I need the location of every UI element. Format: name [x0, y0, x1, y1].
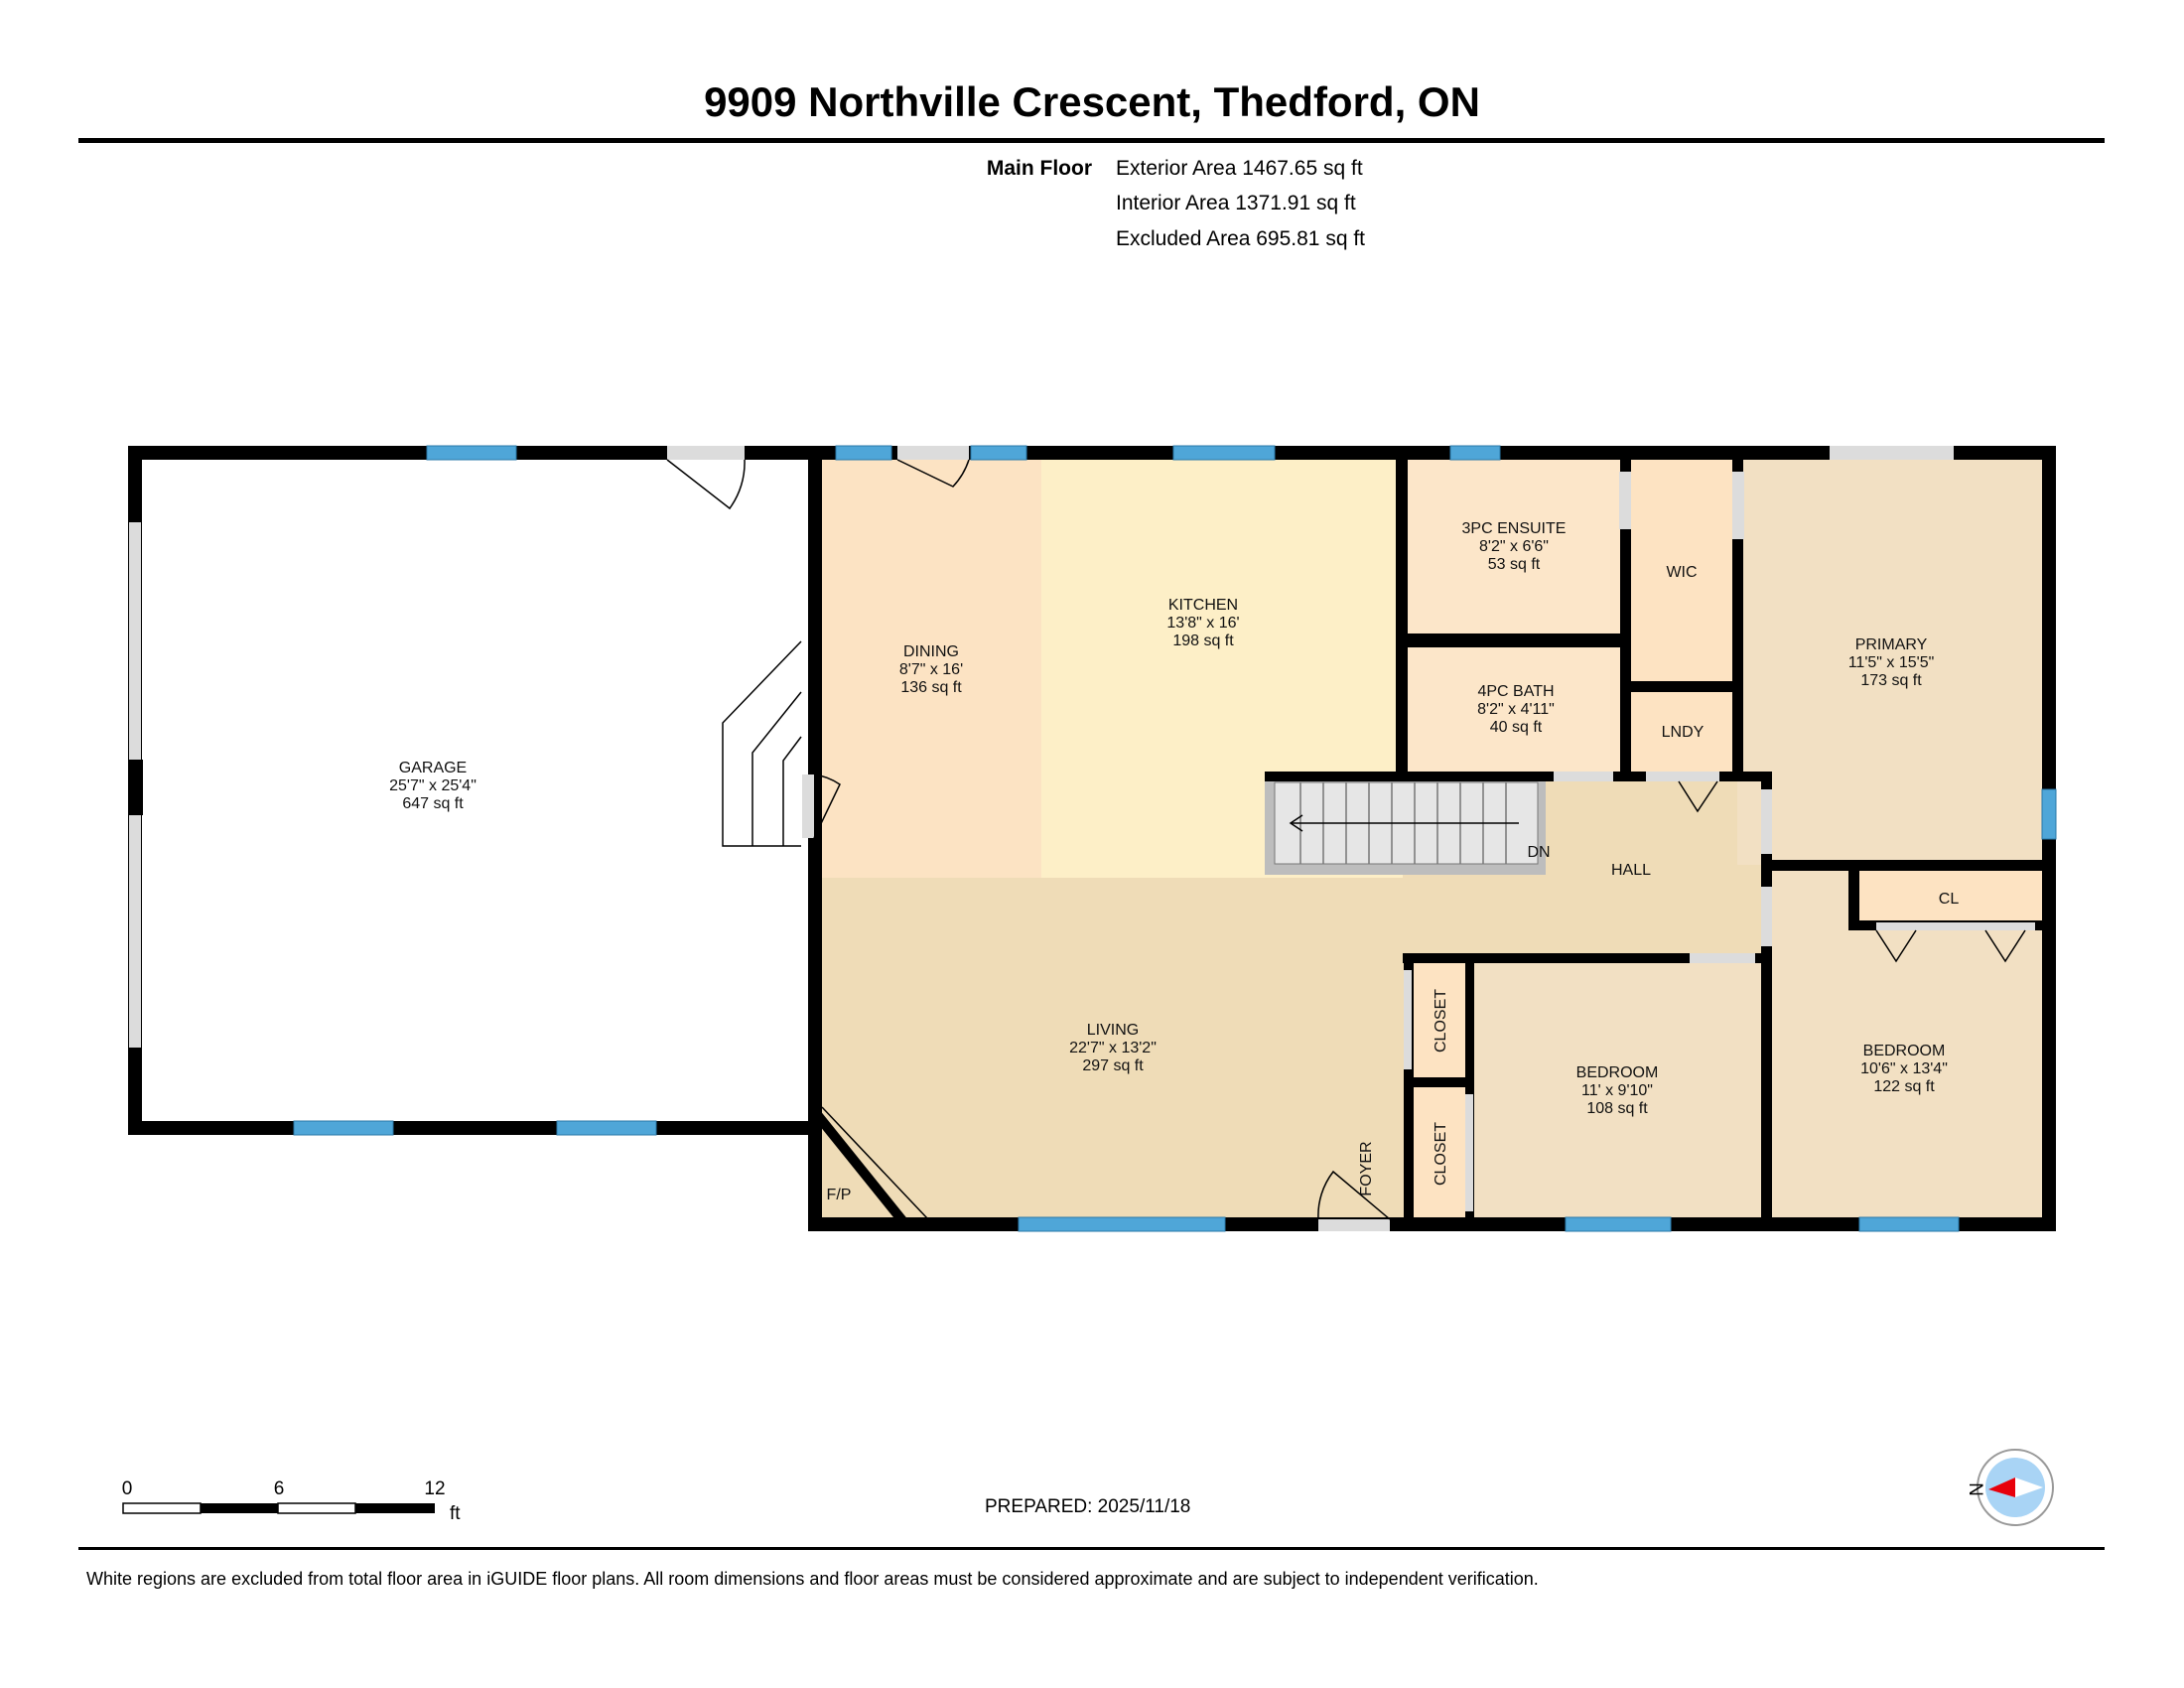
garage-name: GARAGE	[399, 760, 467, 776]
bedroom1-area: 108 sq ft	[1586, 1100, 1648, 1117]
room-labels: GARAGE 25'7" x 25'4" 647 sq ft DINING 8'…	[389, 520, 1959, 1203]
lndy-name: LNDY	[1662, 724, 1705, 741]
window	[293, 1120, 394, 1136]
garage-dims: 25'7" x 25'4"	[389, 777, 477, 794]
window	[835, 445, 892, 461]
primary-name: PRIMARY	[1855, 636, 1928, 653]
bedroom2-dims: 10'6" x 13'4"	[1860, 1060, 1948, 1077]
floor-label: Main Floor	[987, 157, 1092, 180]
ensuite-dims: 8'2" x 6'6"	[1479, 538, 1549, 555]
garage-door	[129, 522, 141, 760]
garage-door	[129, 815, 141, 1048]
door	[667, 446, 745, 460]
bath-area: 40 sq ft	[1490, 719, 1543, 736]
cl-name: CL	[1939, 891, 1960, 908]
scale-tick-6: 6	[274, 1478, 285, 1499]
room-living	[815, 878, 1410, 1224]
window	[556, 1120, 657, 1136]
bath-name: 4PC BATH	[1477, 683, 1554, 700]
bedroom2-area: 122 sq ft	[1873, 1078, 1935, 1095]
fireplace	[811, 1106, 929, 1228]
primary-dims: 11'5" x 15'5"	[1848, 654, 1935, 671]
bath-dims: 8'2" x 4'11"	[1477, 701, 1555, 718]
compass-icon: N	[1965, 1449, 2054, 1526]
room-closet2	[1410, 1082, 1469, 1224]
interior-area: Interior Area 1371.91 sq ft	[1116, 192, 1356, 214]
room-bedroom1	[1469, 958, 1767, 1224]
dining-name: DINING	[903, 643, 959, 660]
primary-area: 173 sq ft	[1860, 672, 1922, 689]
door	[802, 774, 814, 838]
door	[1554, 772, 1613, 781]
garage-area: 647 sq ft	[402, 795, 464, 812]
windows	[293, 445, 2057, 1232]
fp-name: F/P	[827, 1187, 852, 1203]
window	[1858, 1216, 1960, 1232]
footer-disclaimer: White regions are excluded from total fl…	[86, 1569, 1539, 1589]
hall-name: HALL	[1611, 862, 1651, 879]
window	[2041, 788, 2057, 840]
closet-door	[1465, 1094, 1473, 1211]
living-name: LIVING	[1087, 1022, 1139, 1039]
door	[1761, 789, 1772, 854]
kitchen-dims: 13'8" x 16'	[1166, 615, 1239, 632]
closet1-name: CLOSET	[1433, 989, 1449, 1053]
prepared-date: PREPARED: 2025/11/18	[985, 1496, 1190, 1517]
door	[1690, 953, 1755, 963]
dining-area: 136 sq ft	[900, 679, 962, 696]
doors	[129, 446, 2035, 1231]
kitchen-name: KITCHEN	[1168, 597, 1238, 614]
exterior-area: Exterior Area 1467.65 sq ft	[1116, 157, 1363, 180]
bedroom2-name: BEDROOM	[1863, 1043, 1946, 1059]
closet2-name: CLOSET	[1433, 1122, 1449, 1186]
window	[1565, 1216, 1672, 1232]
room-dining	[815, 453, 1041, 878]
window	[1018, 1216, 1226, 1232]
stairs-down-label: DN	[1527, 844, 1550, 861]
room-primary	[1737, 453, 2049, 865]
closet-door	[1404, 970, 1412, 1069]
kitchen-area: 198 sq ft	[1172, 633, 1234, 649]
door	[1646, 772, 1719, 781]
room-lndy	[1625, 687, 1737, 775]
door	[897, 446, 969, 460]
room-bath	[1403, 647, 1625, 775]
wic-name: WIC	[1666, 564, 1697, 581]
scale-tick-0: 0	[122, 1478, 133, 1499]
door	[1732, 472, 1744, 539]
bedroom1-name: BEDROOM	[1576, 1064, 1659, 1081]
staircase[interactable]	[1265, 775, 1546, 875]
ensuite-name: 3PC ENSUITE	[1462, 520, 1567, 537]
scale-tick-12: 12	[424, 1478, 445, 1499]
room-closet1	[1410, 958, 1469, 1082]
room-garage	[135, 453, 801, 1121]
dining-dims: 8'7" x 16'	[899, 661, 963, 678]
door	[1761, 887, 1772, 946]
ensuite-area: 53 sq ft	[1488, 556, 1541, 573]
room-ensuite	[1403, 453, 1625, 640]
room-cl	[1853, 865, 2049, 926]
garage-steps	[722, 640, 802, 847]
page-title: 9909 Northville Crescent, Thedford, ON	[704, 78, 1480, 125]
compass-north-label: N	[1965, 1482, 1985, 1496]
excluded-area: Excluded Area 695.81 sq ft	[1116, 227, 1365, 250]
living-dims: 22'7" x 13'2"	[1069, 1040, 1157, 1056]
scale-unit: ft	[450, 1503, 461, 1524]
header-rule	[78, 138, 2105, 143]
door	[1619, 472, 1631, 529]
window	[1172, 445, 1276, 461]
window	[426, 445, 517, 461]
front-door	[1318, 1219, 1390, 1231]
window	[1449, 445, 1501, 461]
closet-door	[1876, 922, 2035, 930]
bedroom1-dims: 11' x 9'10"	[1581, 1082, 1653, 1099]
window	[970, 445, 1027, 461]
scale-bar: 0 6 12 ft	[122, 1478, 462, 1524]
footer-rule	[78, 1547, 2105, 1550]
room-wic	[1625, 453, 1737, 687]
arrow-head-icon	[1289, 814, 1303, 832]
foyer-name: FOYER	[1358, 1141, 1375, 1196]
sliding-door	[1830, 446, 1954, 460]
living-area: 297 sq ft	[1082, 1057, 1144, 1074]
